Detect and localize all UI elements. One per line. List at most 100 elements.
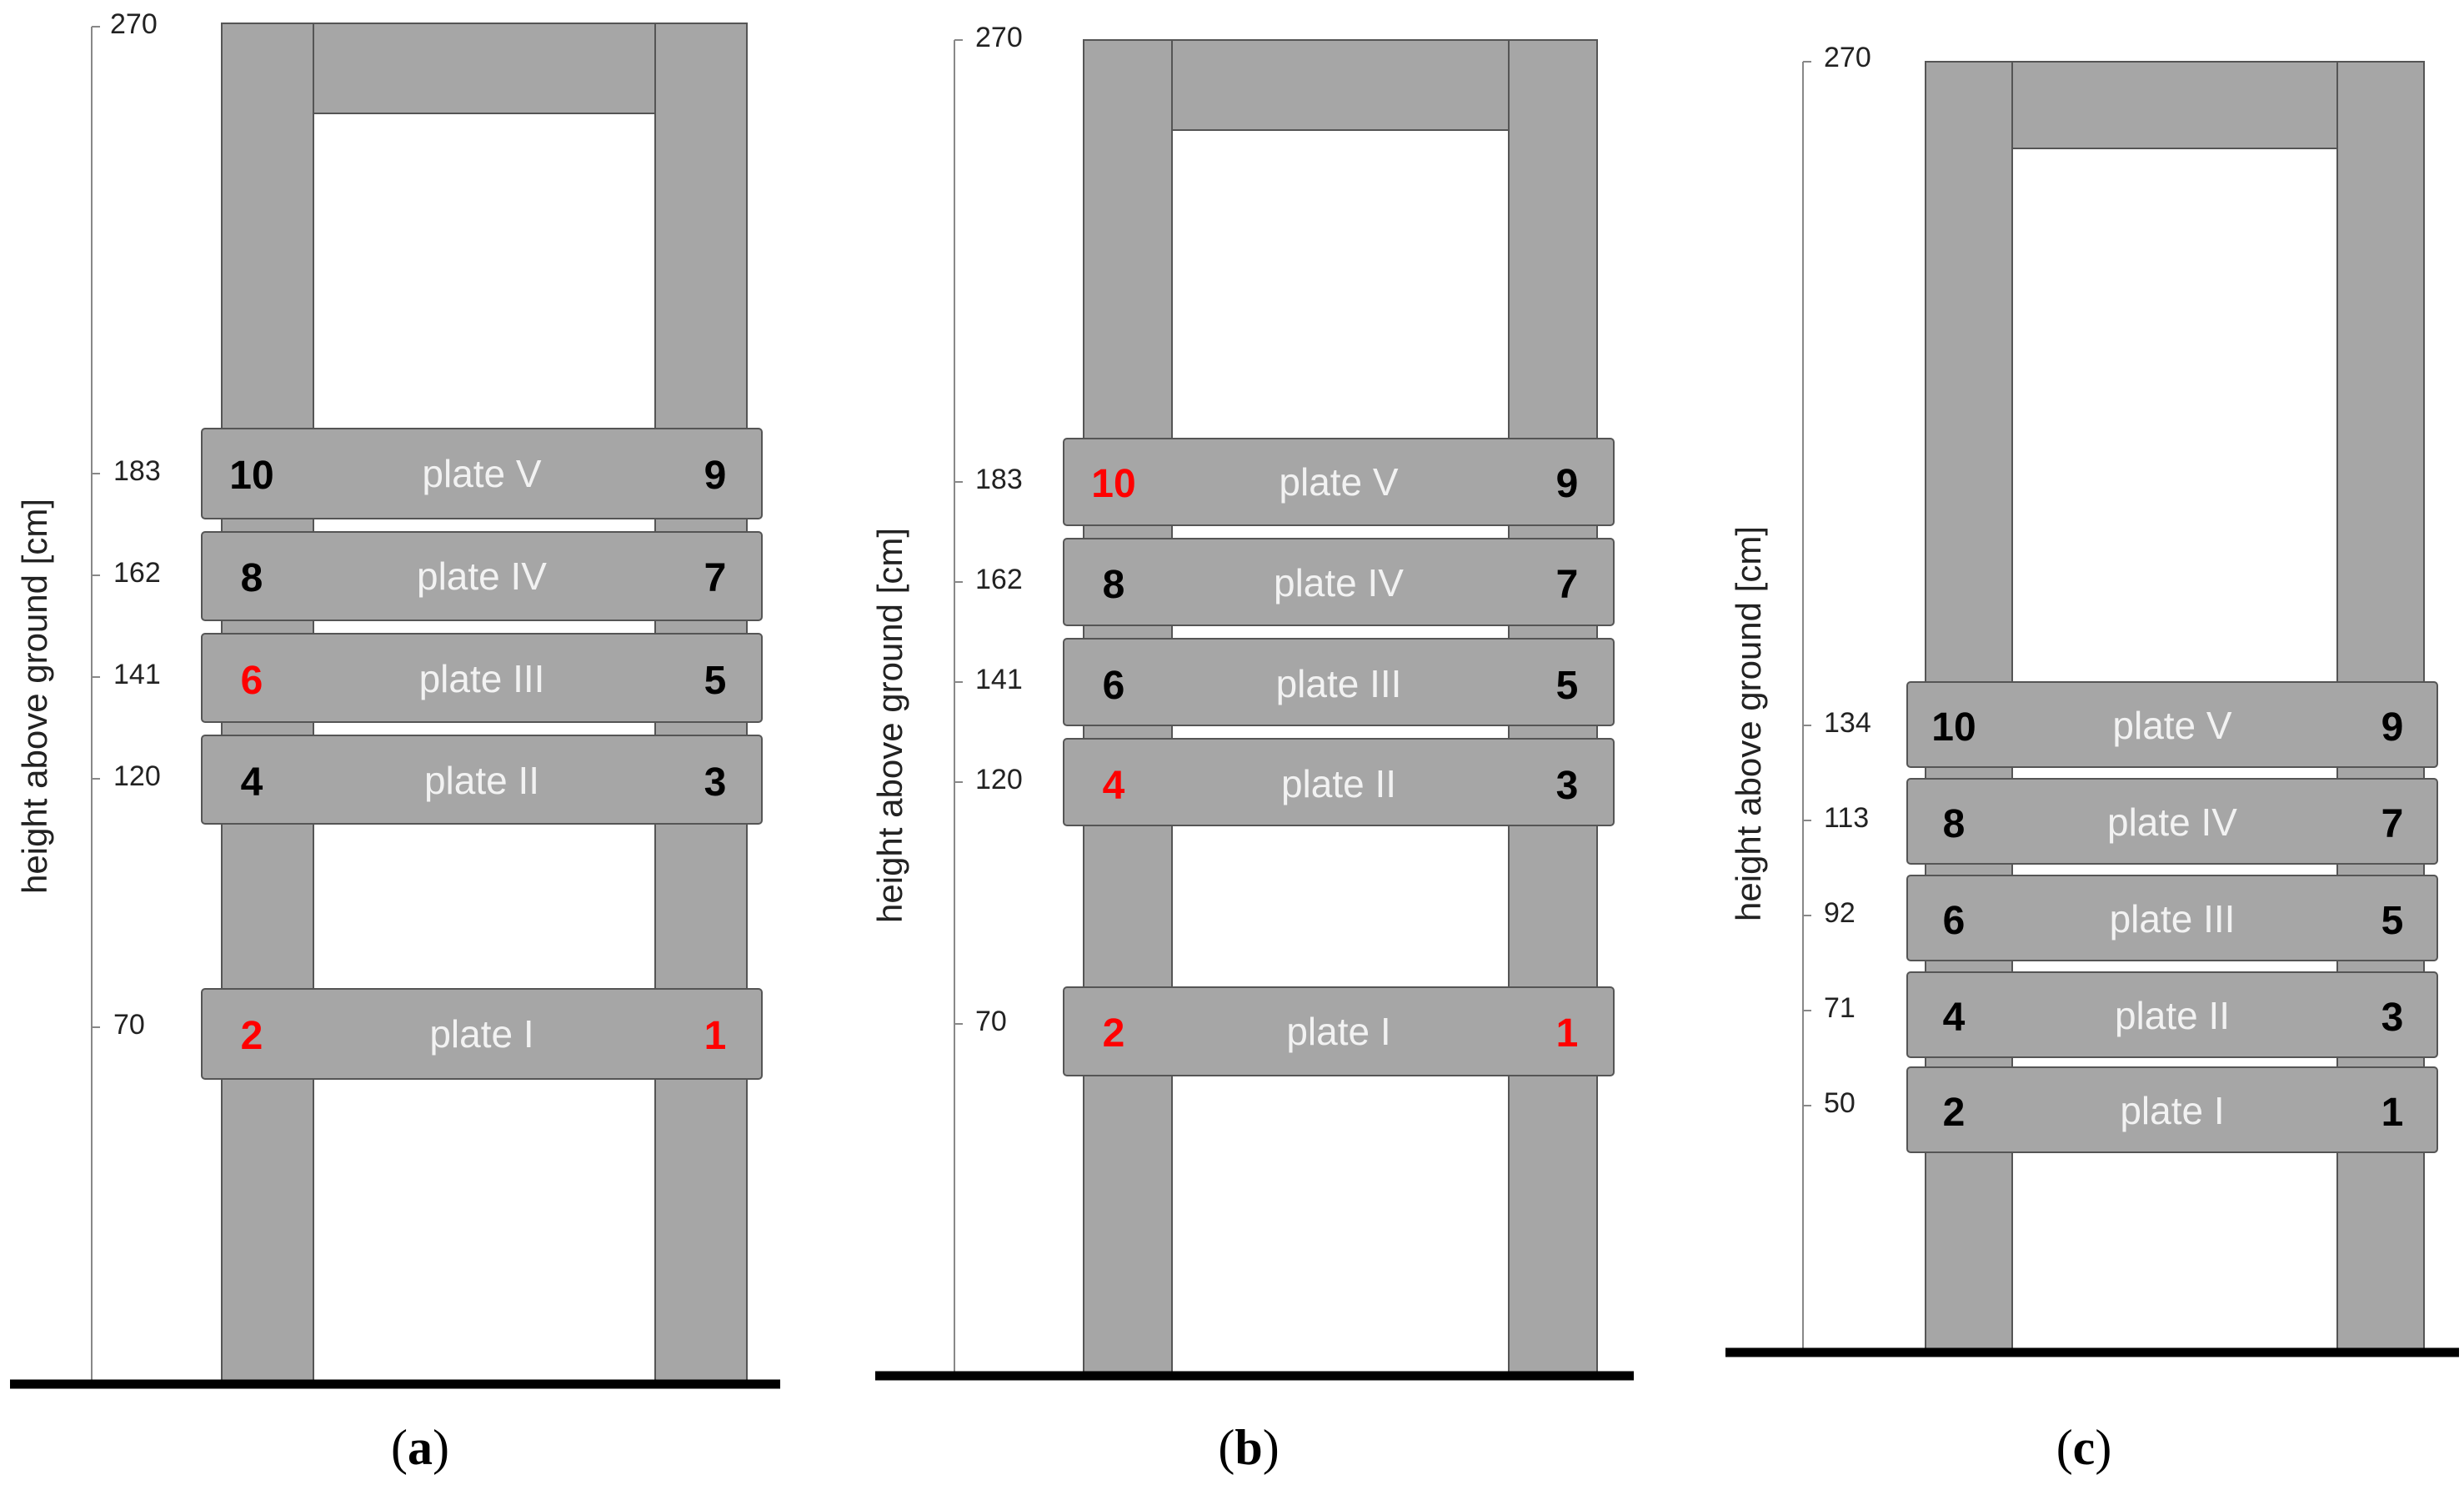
tick-label: 162	[975, 564, 1023, 595]
caption-close: )	[433, 1420, 449, 1475]
sensor-number: 4	[241, 760, 263, 805]
plate	[201, 531, 763, 621]
plate	[1063, 738, 1615, 826]
plate-label: plate III	[2110, 897, 2236, 941]
panel-caption: (a)	[391, 1420, 449, 1475]
panel-caption: (b)	[1218, 1420, 1279, 1475]
plate-label: plate I	[2120, 1089, 2224, 1132]
tick-label: 71	[1824, 992, 1856, 1024]
sensor-number-highlighted: 4	[1103, 764, 1125, 808]
caption-open: (	[391, 1420, 408, 1475]
plate	[1063, 638, 1615, 726]
tick-label-top: 270	[1824, 42, 1871, 73]
plate	[201, 988, 763, 1080]
plate	[1063, 438, 1615, 526]
caption-open: (	[1218, 1420, 1235, 1475]
panel-a: 270 height above ground [cm] 183 plate V…	[10, 8, 780, 1475]
plate	[1906, 875, 2438, 961]
panel-c: 270 height above ground [cm] 134 plate V…	[1725, 42, 2459, 1475]
sensor-number: 9	[1556, 462, 1579, 506]
top-beam	[313, 23, 656, 114]
caption-close: )	[1263, 1420, 1280, 1475]
tick-label: 70	[113, 1009, 145, 1041]
axis-title: height above ground [cm]	[1729, 526, 1768, 921]
plate-label: plate IV	[1274, 561, 1404, 605]
plate	[201, 428, 763, 519]
sensor-number: 4	[1943, 996, 1966, 1040]
tick-label: 113	[1824, 802, 1869, 834]
tick-label: 183	[975, 464, 1023, 495]
top-beam	[1171, 39, 1510, 131]
plate	[201, 735, 763, 825]
sensor-number-highlighted: 1	[1556, 1011, 1579, 1056]
sensor-number: 9	[704, 454, 727, 498]
sensor-number: 10	[1931, 705, 1976, 750]
plate	[1906, 778, 2438, 865]
caption-letter: a	[408, 1420, 433, 1475]
plate-label: plate II	[1281, 762, 1396, 805]
tick-label: 162	[113, 557, 161, 589]
sensor-number-highlighted: 1	[704, 1014, 727, 1058]
caption-open: (	[2056, 1420, 2073, 1475]
tick-label: 141	[975, 664, 1023, 695]
sensor-number: 7	[1556, 563, 1579, 607]
sensor-number: 8	[1943, 802, 1966, 846]
caption-letter: b	[1235, 1420, 1262, 1475]
sensor-number: 5	[2381, 899, 2404, 943]
plate-label: plate III	[1276, 662, 1402, 705]
sensor-number: 9	[2381, 705, 2404, 750]
sensor-number-highlighted: 10	[1091, 462, 1135, 506]
top-beam	[2011, 61, 2338, 149]
tick-label: 134	[1824, 707, 1871, 739]
sensor-number: 2	[1943, 1091, 1966, 1135]
sensor-number: 5	[704, 659, 727, 703]
sensor-number-highlighted: 2	[241, 1014, 263, 1058]
sensor-number: 6	[1103, 664, 1125, 708]
tick-label-top: 270	[110, 8, 158, 40]
sensor-number: 8	[1103, 563, 1125, 607]
plate	[1063, 986, 1615, 1076]
sensor-number-highlighted: 6	[241, 659, 263, 703]
sensor-number-highlighted: 2	[1103, 1011, 1125, 1056]
sensor-number: 10	[229, 454, 273, 498]
sensor-number: 3	[704, 760, 727, 805]
plate-label: plate V	[2112, 704, 2232, 747]
plate-label: plate II	[424, 759, 539, 802]
sensor-number: 7	[2381, 802, 2404, 846]
plate	[1906, 971, 2438, 1058]
tick-label: 70	[975, 1006, 1007, 1037]
sensor-number: 3	[1556, 764, 1579, 808]
sensor-number: 7	[704, 556, 727, 600]
caption-close: )	[2095, 1420, 2111, 1475]
plate-label: plate IV	[417, 554, 547, 598]
axis-title: height above ground [cm]	[870, 528, 909, 923]
plate	[1906, 1066, 2438, 1153]
tick-label: 141	[113, 659, 161, 690]
plate-label: plate IV	[2107, 800, 2237, 844]
sensor-number: 3	[2381, 996, 2404, 1040]
tick-label: 183	[113, 455, 161, 487]
plate-label: plate I	[429, 1012, 533, 1056]
sensor-number: 1	[2381, 1091, 2404, 1135]
caption-letter: c	[2073, 1420, 2096, 1475]
plate-label: plate II	[2115, 994, 2230, 1037]
tick-label: 120	[113, 760, 161, 792]
axis-title: height above ground [cm]	[15, 499, 54, 894]
plate	[1906, 681, 2438, 768]
plate	[201, 633, 763, 723]
sensor-number: 8	[241, 556, 263, 600]
sensor-number: 6	[1943, 899, 1966, 943]
panel-b: 270 height above ground [cm] 183 plate V…	[870, 22, 1634, 1475]
tick-label: 50	[1824, 1087, 1856, 1119]
tick-label: 120	[975, 764, 1023, 795]
plate-label: plate V	[422, 452, 542, 495]
plate	[1063, 538, 1615, 626]
plate-label: plate V	[1279, 460, 1399, 504]
tick-label: 92	[1824, 897, 1856, 929]
plate-label: plate III	[419, 657, 545, 700]
sensor-number: 5	[1556, 664, 1579, 708]
plate-label: plate I	[1286, 1010, 1390, 1053]
tick-label-top: 270	[975, 22, 1023, 53]
